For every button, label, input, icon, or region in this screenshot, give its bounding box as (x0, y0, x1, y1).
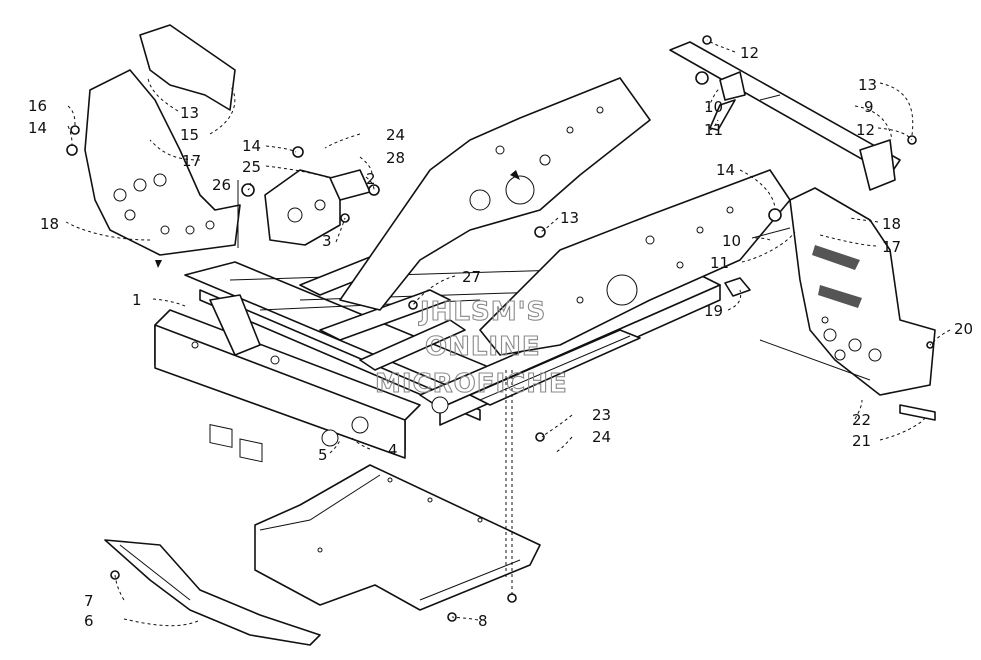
running-board (469, 329, 641, 406)
watermark-line1: JHLSM'S (418, 297, 546, 327)
callout-13-center: 13 (560, 209, 579, 227)
callout-22: 22 (852, 411, 871, 429)
callout-13-right: 13 (858, 76, 877, 94)
callout-21: 21 (852, 432, 871, 450)
watermark: JHLSM'S ONLINE MICROFICHE (374, 296, 568, 399)
belly-pan (254, 464, 541, 611)
callout-1: 1 (132, 291, 142, 309)
left-bracket-assembly (84, 24, 241, 268)
callout-8: 8 (478, 612, 488, 630)
steering-post-plate (339, 77, 651, 311)
callout-11-right: 11 (710, 254, 729, 272)
callout-6: 6 (84, 612, 94, 630)
steering-shaft (669, 41, 901, 191)
callout-14-left: 14 (28, 119, 47, 137)
callout-7: 7 (84, 592, 94, 610)
callout-3: 3 (322, 232, 332, 250)
callout-17-left: 17 (182, 152, 201, 170)
callout-17-right: 17 (882, 238, 901, 256)
leader-lines (65, 39, 951, 627)
callout-18-left: 18 (40, 215, 59, 233)
callout-28: 28 (386, 149, 405, 167)
callout-12-top: 12 (740, 44, 759, 62)
callout-27: 27 (462, 268, 481, 286)
callout-24-top: 24 (386, 126, 405, 144)
callout-13-left: 13 (180, 104, 199, 122)
callout-labels: 1 2 3 4 5 6 7 8 9 10 10 11 11 12 12 13 1… (28, 44, 973, 630)
callout-24-bottom: 24 (592, 428, 611, 446)
callout-10-right: 10 (722, 232, 741, 250)
callout-15: 15 (180, 126, 199, 144)
front-skid-plate (104, 539, 321, 646)
callout-25: 25 (242, 158, 261, 176)
watermark-line3: MICROFICHE (375, 369, 568, 399)
callout-14-center: 14 (242, 137, 261, 155)
callout-12-right: 12 (856, 121, 875, 139)
callout-4: 4 (388, 441, 398, 459)
chassis-frame (154, 238, 721, 463)
callout-18-right: 18 (882, 215, 901, 233)
callout-16: 16 (28, 97, 47, 115)
callout-20: 20 (954, 320, 973, 338)
watermark-line2: ONLINE (425, 332, 541, 362)
callout-23: 23 (592, 406, 611, 424)
callout-11-steering: 11 (704, 121, 723, 139)
gusset-bracket (264, 169, 371, 246)
callout-9: 9 (864, 98, 874, 116)
callout-14-right: 14 (716, 161, 735, 179)
right-side-plate (479, 169, 791, 356)
callout-2: 2 (366, 170, 376, 188)
callout-10-steering: 10 (704, 98, 723, 116)
callout-19: 19 (704, 302, 723, 320)
callout-26: 26 (212, 176, 231, 194)
right-bracket-assembly (724, 187, 936, 396)
callout-5: 5 (318, 446, 328, 464)
